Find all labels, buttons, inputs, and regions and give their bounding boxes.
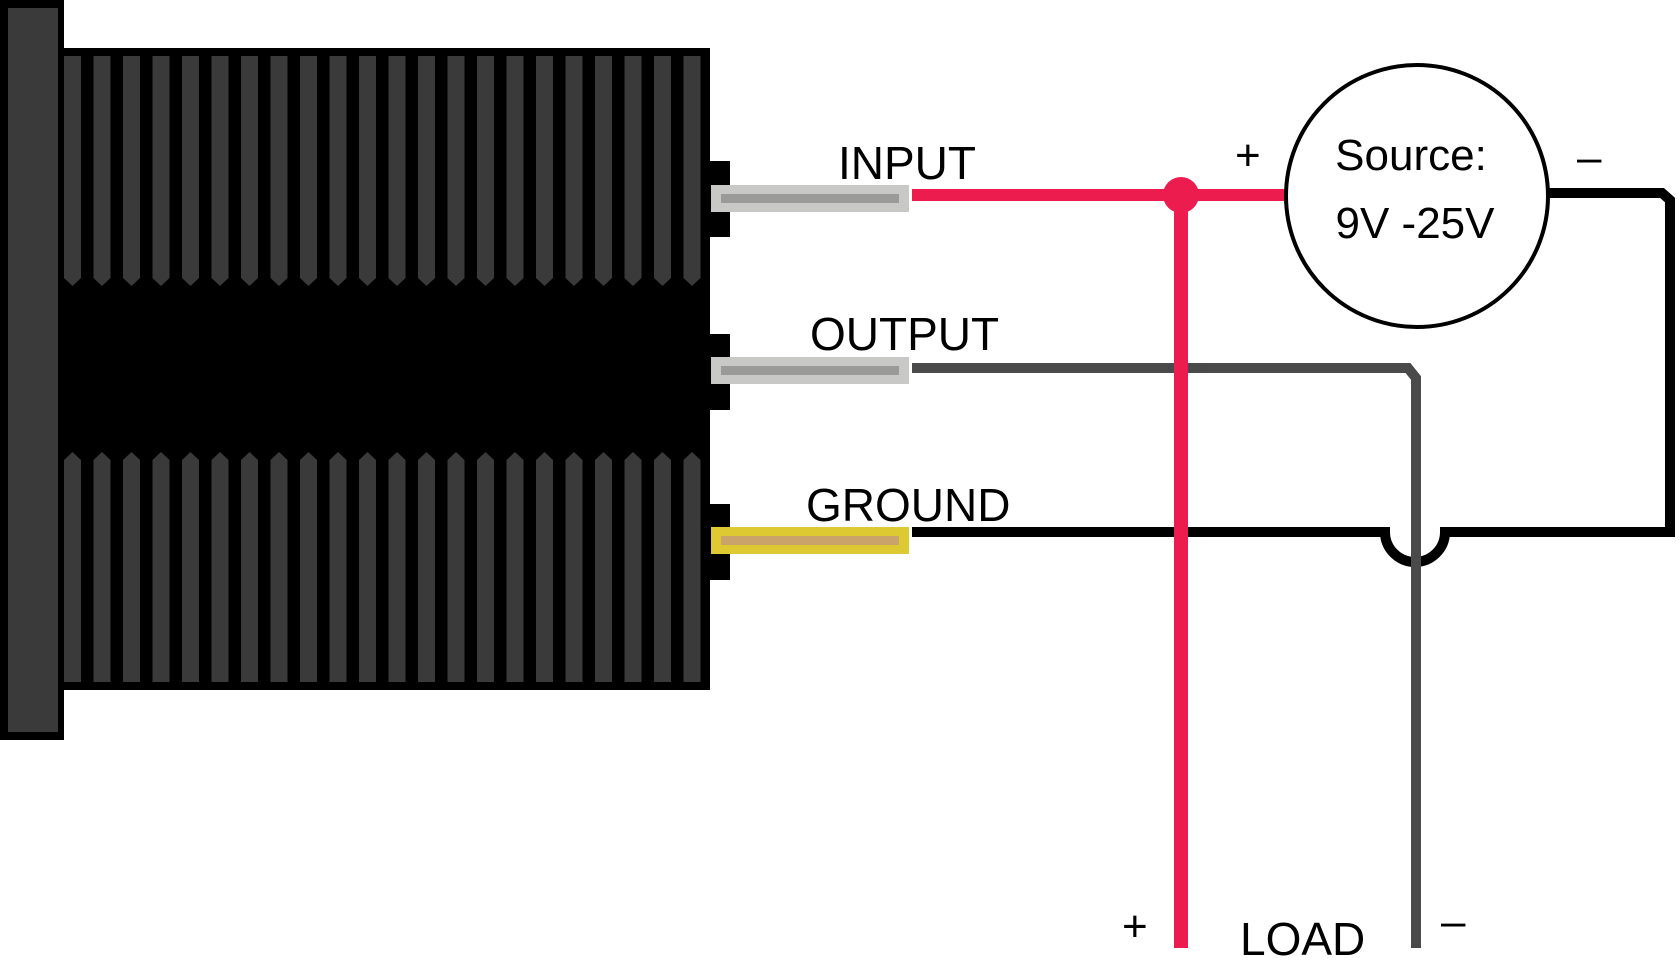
device-fin bbox=[654, 56, 671, 286]
device-fin bbox=[536, 56, 553, 286]
device-fin bbox=[536, 452, 553, 682]
device-fin bbox=[211, 452, 229, 682]
device-fin bbox=[241, 56, 258, 286]
device-fin bbox=[506, 56, 524, 286]
device-fin bbox=[447, 452, 465, 682]
device-fin bbox=[64, 452, 81, 682]
device-fin bbox=[300, 56, 317, 286]
junction-dot bbox=[1163, 177, 1199, 213]
output-wire bbox=[912, 363, 1421, 948]
device-fin bbox=[624, 452, 642, 682]
source-voltage: 9V -25V bbox=[1335, 199, 1495, 248]
device-fin bbox=[211, 56, 229, 286]
device-fin bbox=[270, 452, 288, 682]
device-fin bbox=[388, 452, 406, 682]
device-fin bbox=[123, 56, 140, 286]
device-fin bbox=[388, 56, 406, 286]
device-flange-face bbox=[8, 8, 58, 732]
device-fin bbox=[182, 56, 199, 286]
load-label: LOAD bbox=[1240, 913, 1366, 965]
input-label: INPUT bbox=[838, 137, 976, 189]
source-negative-sign: – bbox=[1577, 133, 1602, 182]
output-pin-core bbox=[721, 366, 899, 375]
device-fin bbox=[683, 452, 701, 682]
device-fin bbox=[595, 452, 612, 682]
device-fin bbox=[447, 56, 465, 286]
device-fin bbox=[93, 452, 111, 682]
device-fins-top bbox=[64, 56, 701, 286]
source-positive-sign: + bbox=[1235, 131, 1261, 180]
device-fin bbox=[477, 452, 494, 682]
device-fin bbox=[359, 452, 376, 682]
device-fin bbox=[418, 56, 435, 286]
device-fins-bottom bbox=[64, 452, 701, 682]
load-negative-sign: – bbox=[1441, 897, 1466, 946]
device-fin bbox=[300, 452, 317, 682]
device-fin bbox=[624, 56, 642, 286]
device-fin bbox=[152, 452, 170, 682]
ground-label: GROUND bbox=[806, 479, 1011, 531]
device-fin bbox=[329, 56, 347, 286]
device-fin bbox=[64, 56, 81, 286]
device-fin bbox=[595, 56, 612, 286]
device-fin bbox=[683, 56, 701, 286]
device-fin bbox=[123, 452, 140, 682]
device-fin bbox=[93, 56, 111, 286]
device-fin bbox=[241, 452, 258, 682]
ground-wire bbox=[912, 188, 1675, 567]
load-positive-sign: + bbox=[1122, 902, 1148, 951]
source-title: Source: bbox=[1335, 131, 1487, 180]
device-fin bbox=[359, 56, 376, 286]
input-pin-core bbox=[721, 194, 899, 203]
ground-pin-core bbox=[721, 536, 899, 545]
device-fin bbox=[418, 452, 435, 682]
output-label: OUTPUT bbox=[810, 308, 1000, 360]
device-fin bbox=[182, 452, 199, 682]
source-circle bbox=[1284, 63, 1550, 329]
device-fin bbox=[565, 56, 583, 286]
device-fin bbox=[152, 56, 170, 286]
device-fin bbox=[565, 452, 583, 682]
device-fin bbox=[270, 56, 288, 286]
device-fin bbox=[654, 452, 671, 682]
device-fin bbox=[506, 452, 524, 682]
device-fin bbox=[477, 56, 494, 286]
device-fin bbox=[329, 452, 347, 682]
